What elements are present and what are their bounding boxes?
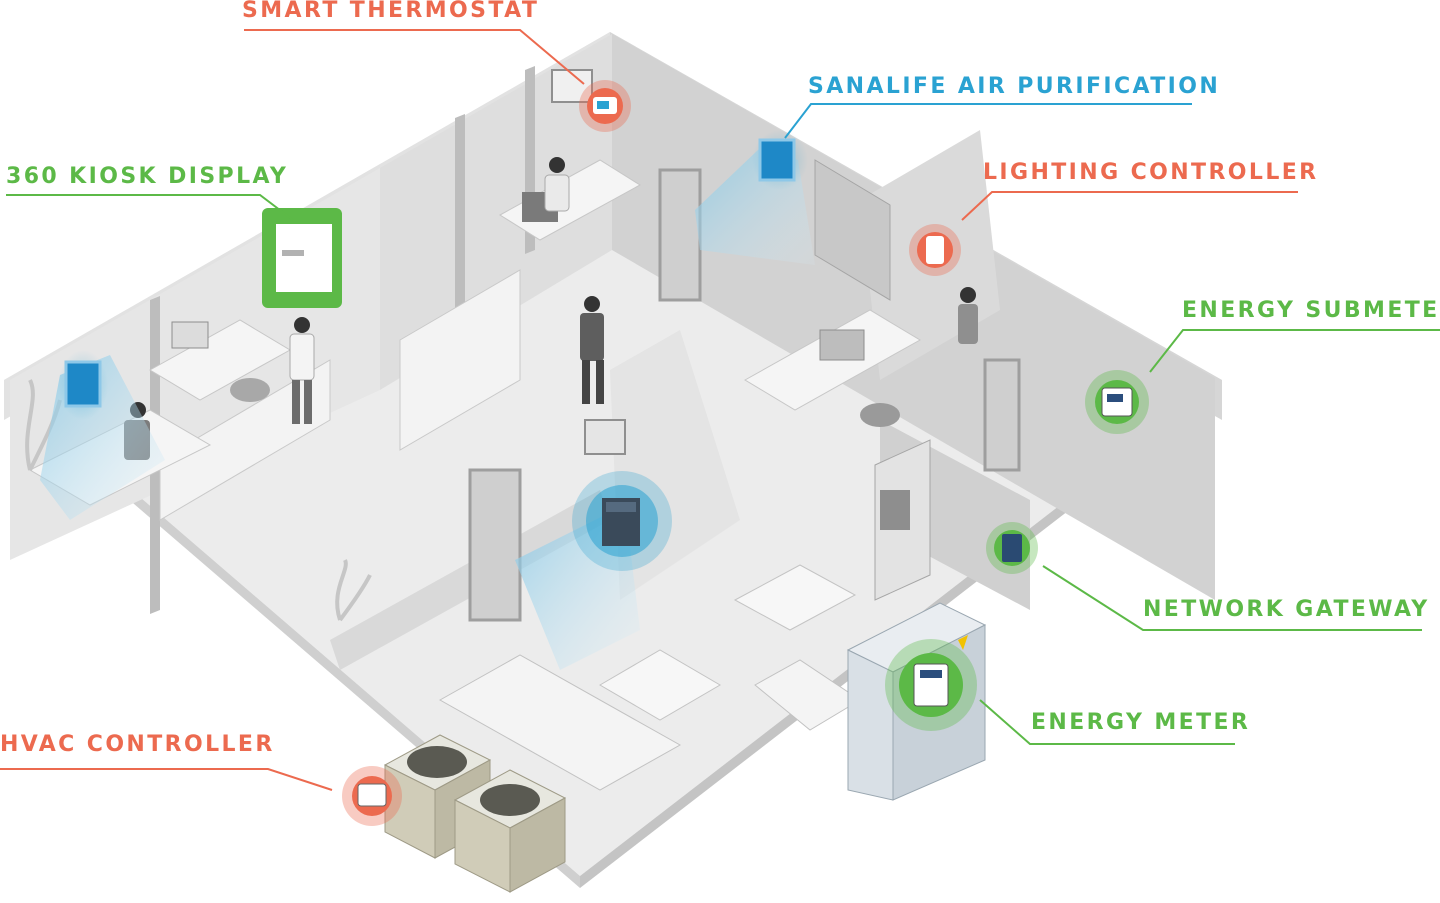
leader-hvac bbox=[0, 768, 333, 791]
leader-smart-thermostat bbox=[244, 29, 585, 85]
leader-gateway bbox=[1042, 565, 1422, 631]
device-energy-meter[interactable] bbox=[885, 639, 977, 731]
label-energy-meter: ENERGY METER bbox=[1031, 710, 1251, 735]
label-smart-thermostat: SMART THERMOSTAT bbox=[242, 0, 540, 23]
leader-lines bbox=[0, 29, 1440, 791]
label-sanalife-air-purification: SANALIFE AIR PURIFICATION bbox=[808, 74, 1221, 99]
leader-energy-meter bbox=[979, 699, 1235, 745]
device-floor-air-purifier[interactable] bbox=[572, 471, 672, 571]
label-lighting-controller: LIGHTING CONTROLLER bbox=[983, 160, 1319, 185]
leader-submeter bbox=[1149, 329, 1440, 373]
person-standing-center bbox=[580, 296, 604, 404]
label-network-gateway: NETWORK GATEWAY bbox=[1143, 597, 1430, 622]
leader-lighting bbox=[961, 191, 1298, 221]
label-hvac-controller: HVAC CONTROLLER bbox=[0, 732, 275, 757]
device-air-purifier-left[interactable] bbox=[58, 350, 108, 420]
device-energy-submeter[interactable] bbox=[1085, 370, 1149, 434]
leader-sanalife bbox=[784, 103, 1192, 139]
label-360-kiosk-display: 360 KIOSK DISPLAY bbox=[6, 164, 289, 189]
leader-kiosk bbox=[6, 194, 294, 221]
outdoor-hvac-units bbox=[383, 734, 567, 893]
device-kiosk-display[interactable] bbox=[262, 208, 342, 308]
person-with-tablet bbox=[289, 317, 315, 424]
wall-decor bbox=[551, 69, 626, 455]
device-network-gateway[interactable] bbox=[986, 522, 1038, 574]
person-receptionist bbox=[544, 157, 570, 212]
device-hvac-controller[interactable] bbox=[342, 766, 402, 826]
device-air-purifier-wall[interactable] bbox=[752, 130, 808, 190]
label-energy-submeter: ENERGY SUBMETER bbox=[1182, 298, 1440, 323]
device-lighting-controller[interactable] bbox=[909, 224, 961, 276]
person-at-board bbox=[958, 287, 978, 344]
device-smart-thermostat[interactable] bbox=[579, 80, 631, 132]
